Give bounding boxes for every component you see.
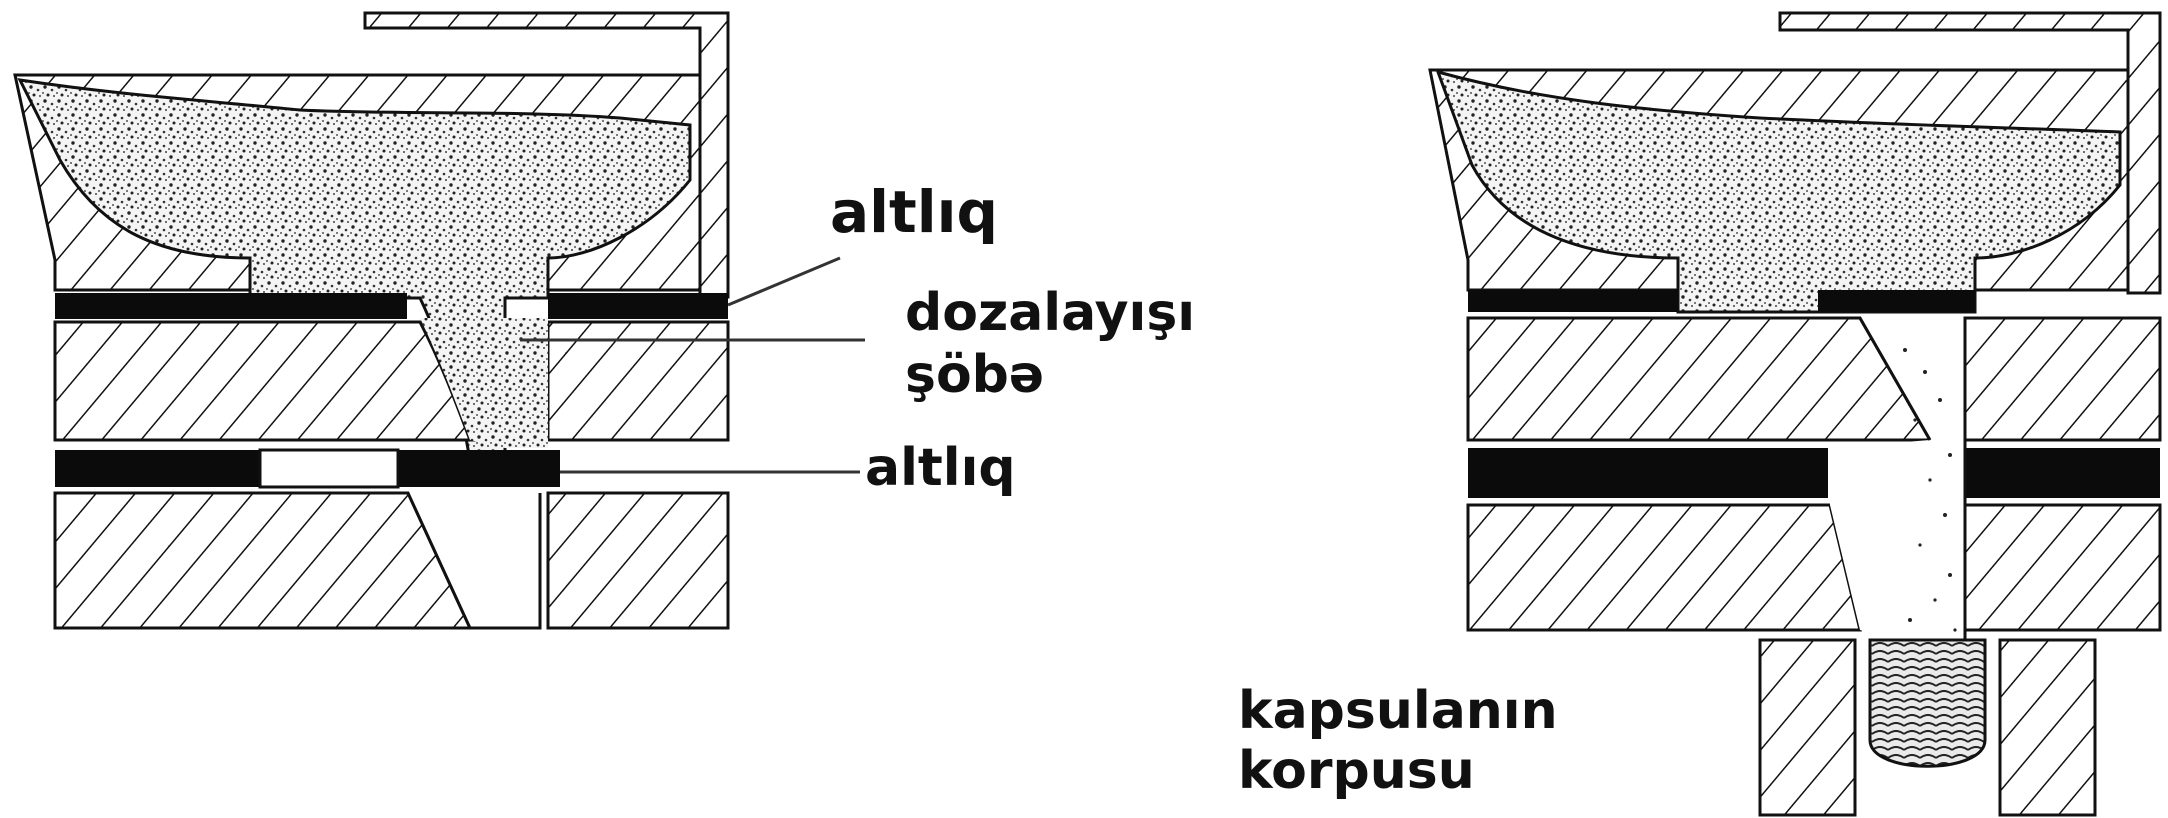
leader-altliq-top	[727, 256, 841, 307]
left-upper-plate-b	[548, 293, 728, 319]
right-bottom-block-left	[1466, 503, 1862, 632]
right-hopper-powder	[1435, 69, 2122, 314]
right-bottom-block-right	[1963, 503, 2162, 632]
right-hopper-rim	[1778, 11, 2162, 295]
capsule-body	[1868, 638, 1987, 768]
label-altliq-top: altlıq	[830, 178, 998, 246]
right-middle-block-left	[1466, 316, 1933, 442]
left-outlet-channel	[406, 492, 542, 630]
right-dosing-channel	[1828, 318, 1965, 640]
right-assembly	[1428, 11, 2162, 817]
left-bottom-block-right	[546, 491, 730, 630]
label-dozing-line1: dozalayışı	[905, 283, 1195, 343]
left-hopper-powder	[17, 78, 692, 462]
label-capsule-line1: kapsulanın	[1238, 681, 1558, 741]
right-lower-plate-a	[1468, 448, 1828, 498]
right-upper-plate-a	[1468, 290, 1678, 312]
right-lower-plate-b	[1965, 448, 2160, 498]
capsule-holder-right	[1998, 638, 2097, 817]
falling-particles	[1903, 348, 1957, 632]
right-middle-block-right	[1963, 316, 2162, 442]
left-assembly	[13, 11, 730, 630]
capsule-holder-left	[1758, 638, 1857, 817]
left-dosing-powder	[420, 318, 548, 448]
left-lower-plate-b	[398, 450, 560, 487]
right-upper-plate-b	[1818, 290, 1975, 312]
label-altliq-bottom: altlıq	[865, 438, 1016, 498]
label-dozing-line2: şöbə	[905, 345, 1044, 405]
left-lower-plate-a	[55, 450, 260, 487]
left-bottom-block	[53, 491, 473, 630]
left-lower-plate-gap	[258, 448, 400, 489]
label-capsule-line2: korpusu	[1238, 741, 1475, 801]
left-upper-plate-a	[55, 293, 407, 319]
